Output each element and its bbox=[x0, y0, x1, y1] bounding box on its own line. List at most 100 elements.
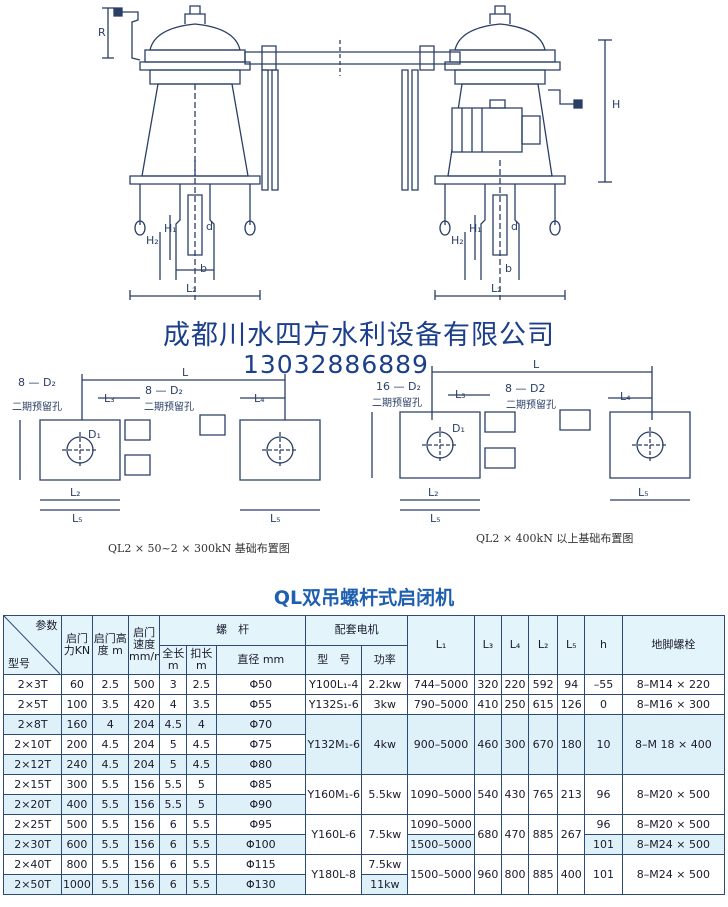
cell-model: 2×30T bbox=[2, 834, 63, 855]
cell-speed: 156 bbox=[127, 874, 161, 895]
cell-height: 5.5 bbox=[91, 774, 130, 795]
cell-model: 2×8T bbox=[2, 714, 63, 735]
cell-l2: 885 bbox=[528, 854, 559, 895]
header-total-len: 全长 m bbox=[159, 644, 188, 675]
cell-deduct: 4.5 bbox=[186, 754, 217, 775]
cell-height: 2.5 bbox=[91, 674, 130, 695]
label-d1-left: D₁ bbox=[88, 428, 101, 441]
table-row: 2×30T 600 5.5 156 6 5.5 Φ100 1500–5000 1… bbox=[2, 834, 726, 855]
label-b-right: b bbox=[505, 262, 512, 275]
cell-total: 6 bbox=[159, 874, 188, 895]
label-second-stage-right2: 二期预留孔 bbox=[506, 398, 556, 411]
cell-h: 101 bbox=[584, 854, 623, 895]
cell-deduct: 5.5 bbox=[186, 874, 217, 895]
cell-l4: 800 bbox=[500, 854, 530, 895]
header-screw: 螺 杆 bbox=[159, 615, 307, 646]
cell-power: 4kw bbox=[361, 714, 409, 775]
header-param-model: 参数 型号 bbox=[2, 615, 63, 675]
cell-deduct: 2.5 bbox=[186, 674, 217, 695]
cell-l4: 470 bbox=[500, 814, 530, 855]
cell-total: 5.5 bbox=[159, 774, 188, 795]
cell-dia: Φ95 bbox=[215, 814, 307, 835]
cell-l2: 615 bbox=[528, 694, 559, 715]
cell-model: 2×12T bbox=[2, 754, 63, 775]
cell-dia: Φ55 bbox=[215, 694, 307, 715]
table-row: 2×20T 400 5.5 156 5.5 5 Φ90 bbox=[2, 794, 725, 815]
label-l2-plan-right: L₂ bbox=[428, 486, 439, 499]
cell-h: 96 bbox=[584, 774, 623, 815]
cell-speed: 156 bbox=[127, 834, 161, 855]
cell-dia: Φ70 bbox=[215, 714, 307, 735]
table-row: 2×50T 1000 5.5 156 6 5.5 Φ130 11kw bbox=[2, 874, 725, 895]
cell-h: 10 bbox=[584, 714, 623, 775]
cell-dia: Φ85 bbox=[215, 774, 307, 795]
cell-total: 4 bbox=[159, 694, 188, 715]
cell-anchor: 8–M24 × 500 bbox=[621, 854, 726, 895]
label-l2-plan-left: L₂ bbox=[70, 486, 81, 499]
cell-total: 5 bbox=[159, 754, 188, 775]
cell-anchor: 8–M14 × 220 bbox=[621, 674, 726, 695]
label-h1-right: H₁ bbox=[469, 222, 482, 235]
cell-speed: 204 bbox=[127, 734, 161, 755]
label-l5-plan-right2: L₅ bbox=[638, 486, 649, 499]
cell-motor: Y160L-6 bbox=[305, 814, 363, 855]
cell-l2: 885 bbox=[528, 814, 559, 855]
cell-l1: 790–5000 bbox=[407, 694, 475, 715]
header-model: 型号 bbox=[8, 657, 30, 670]
cell-speed: 156 bbox=[127, 814, 161, 835]
cell-total: 6 bbox=[159, 814, 188, 835]
label-l4-left: L₄ bbox=[254, 392, 265, 405]
caption-right-plan: QL2 × 400kN 以上基础布置图 bbox=[476, 532, 634, 545]
cell-force: 1000 bbox=[61, 874, 93, 895]
cell-l4: 250 bbox=[500, 694, 530, 715]
cell-anchor: 8–M20 × 500 bbox=[621, 814, 726, 835]
cell-force: 160 bbox=[61, 714, 93, 735]
left-hoist bbox=[102, 5, 261, 300]
cell-h: 0 bbox=[584, 694, 623, 715]
cell-dia: Φ115 bbox=[215, 854, 307, 875]
label-second-stage-mid: 二期预留孔 bbox=[144, 400, 194, 413]
table-row: 2×25T 500 5.5 156 6 5.5 Φ95 Y160L-6 7.5k… bbox=[2, 814, 726, 855]
cell-l3: 540 bbox=[473, 774, 502, 815]
header-motor-model: 型 号 bbox=[305, 644, 363, 675]
cell-l1: 1500–5000 bbox=[407, 854, 475, 895]
cell-l1: 1500–5000 bbox=[407, 834, 475, 855]
cell-anchor: 8–M16 × 300 bbox=[621, 694, 726, 715]
cell-total: 4.5 bbox=[159, 714, 188, 735]
cell-l3: 460 bbox=[473, 714, 502, 775]
cell-l4: 220 bbox=[500, 674, 530, 695]
header-h: h bbox=[584, 615, 623, 675]
cell-deduct: 5.5 bbox=[186, 814, 217, 835]
label-h: H bbox=[612, 98, 620, 111]
cell-l3: 960 bbox=[473, 854, 502, 895]
cell-height: 5.5 bbox=[91, 794, 130, 815]
label-second-stage-left: 二期预留孔 bbox=[12, 400, 62, 413]
cell-height: 5.5 bbox=[91, 834, 130, 855]
cell-power: 7.5kw bbox=[361, 814, 409, 855]
label-d1-right: D₁ bbox=[452, 422, 465, 435]
cell-l5: 126 bbox=[557, 694, 586, 715]
phone-watermark: 13032886889 bbox=[243, 350, 429, 379]
header-anchor: 地脚螺栓 bbox=[621, 615, 726, 675]
cell-deduct: 5 bbox=[186, 774, 217, 795]
cell-total: 6 bbox=[159, 834, 188, 855]
header-power: 功率 bbox=[361, 644, 409, 675]
table-row: 2×10T 200 4.5 204 5 4.5 Φ75 bbox=[2, 734, 725, 755]
cell-l5: 213 bbox=[557, 774, 586, 815]
spec-table: 参数 型号 启门力KN 启门高度 m 启门速度 mm/min 螺 杆 配套电机 … bbox=[2, 615, 726, 895]
label-hole-mid: 8 — D₂ bbox=[145, 384, 183, 397]
table-title: QL双吊螺杆式启闭机 bbox=[273, 587, 455, 609]
cell-height: 4 bbox=[91, 714, 130, 735]
label-hole16: 16 — D₂ bbox=[376, 380, 421, 393]
table-row: 2×15T 300 5.5 156 5.5 5 Φ85 Y160M₁-6 5.5… bbox=[2, 774, 726, 815]
cell-model: 2×40T bbox=[2, 854, 63, 875]
label-l3-left: L₃ bbox=[104, 392, 115, 405]
cell-deduct: 4.5 bbox=[186, 734, 217, 755]
label-l2-left: L₂ bbox=[186, 282, 197, 295]
cell-force: 400 bbox=[61, 794, 93, 815]
cell-deduct: 5.5 bbox=[186, 834, 217, 855]
cell-h: 101 bbox=[584, 834, 623, 855]
cell-l3: 680 bbox=[473, 814, 502, 855]
header-l2: L₂ bbox=[528, 615, 559, 675]
cell-force: 100 bbox=[61, 694, 93, 715]
